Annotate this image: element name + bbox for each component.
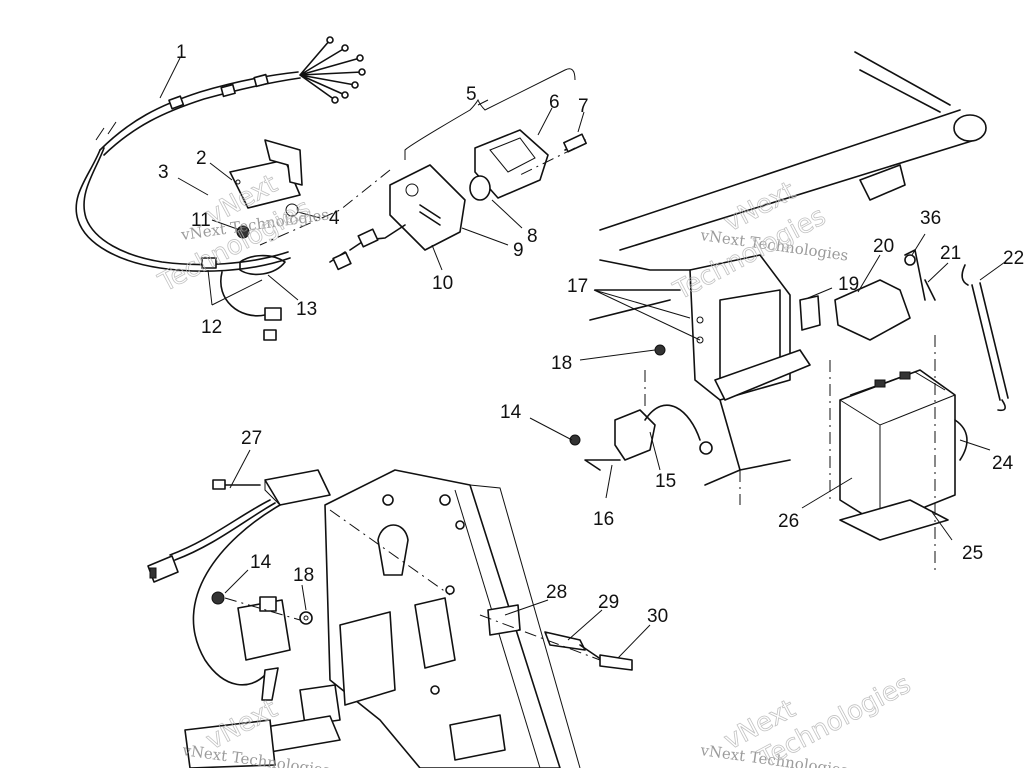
callout-1: 1 <box>176 42 187 63</box>
frame-tube <box>589 51 987 321</box>
callout-25: 25 <box>962 543 983 564</box>
callout-12: 12 <box>201 317 222 338</box>
callout-36: 36 <box>920 208 941 229</box>
callout-labels: 1 2 3 4 5 6 7 8 9 10 11 12 13 14 14 15 1… <box>158 42 1024 627</box>
callout-5: 5 <box>466 84 477 105</box>
wiring-harness <box>75 36 366 341</box>
callout-30: 30 <box>647 606 668 627</box>
license-plate-bracket <box>229 139 303 239</box>
callout-24: 24 <box>992 453 1014 474</box>
battery-dashes <box>644 335 936 575</box>
panel-fasteners <box>224 509 633 671</box>
callout-20: 20 <box>873 236 894 257</box>
callout-7: 7 <box>578 96 589 117</box>
callout-18-upper: 18 <box>551 353 572 374</box>
callout-14-lower: 14 <box>250 552 272 573</box>
callout-28: 28 <box>546 582 567 603</box>
callout-3: 3 <box>158 162 169 183</box>
electrical-panel <box>184 469 581 768</box>
callout-4: 4 <box>329 208 340 229</box>
callout-26: 26 <box>778 511 799 532</box>
callout-17: 17 <box>567 276 588 297</box>
battery-box <box>689 254 811 486</box>
callout-10: 10 <box>432 273 453 294</box>
callout-6: 6 <box>549 92 560 113</box>
callout-18-lower: 18 <box>293 565 314 586</box>
callout-27: 27 <box>241 428 262 449</box>
voltage-regulator <box>147 469 331 701</box>
callout-29: 29 <box>598 592 619 613</box>
callout-13: 13 <box>296 299 317 320</box>
taillight-assembly <box>259 68 587 271</box>
battery <box>839 369 968 541</box>
callout-19: 19 <box>838 274 859 295</box>
battery-pad <box>799 279 911 341</box>
callout-2: 2 <box>196 148 207 169</box>
ignition-coil <box>211 591 313 661</box>
callout-8: 8 <box>527 226 538 247</box>
callout-21: 21 <box>940 243 961 264</box>
callout-15: 15 <box>655 471 676 492</box>
callout-14-upper: 14 <box>500 402 522 423</box>
callout-16: 16 <box>593 509 614 530</box>
starter-relay <box>569 344 713 471</box>
callout-11: 11 <box>191 210 211 231</box>
callout-22: 22 <box>1003 248 1024 269</box>
callout-9: 9 <box>513 240 524 261</box>
leader-lines <box>159 57 1006 659</box>
